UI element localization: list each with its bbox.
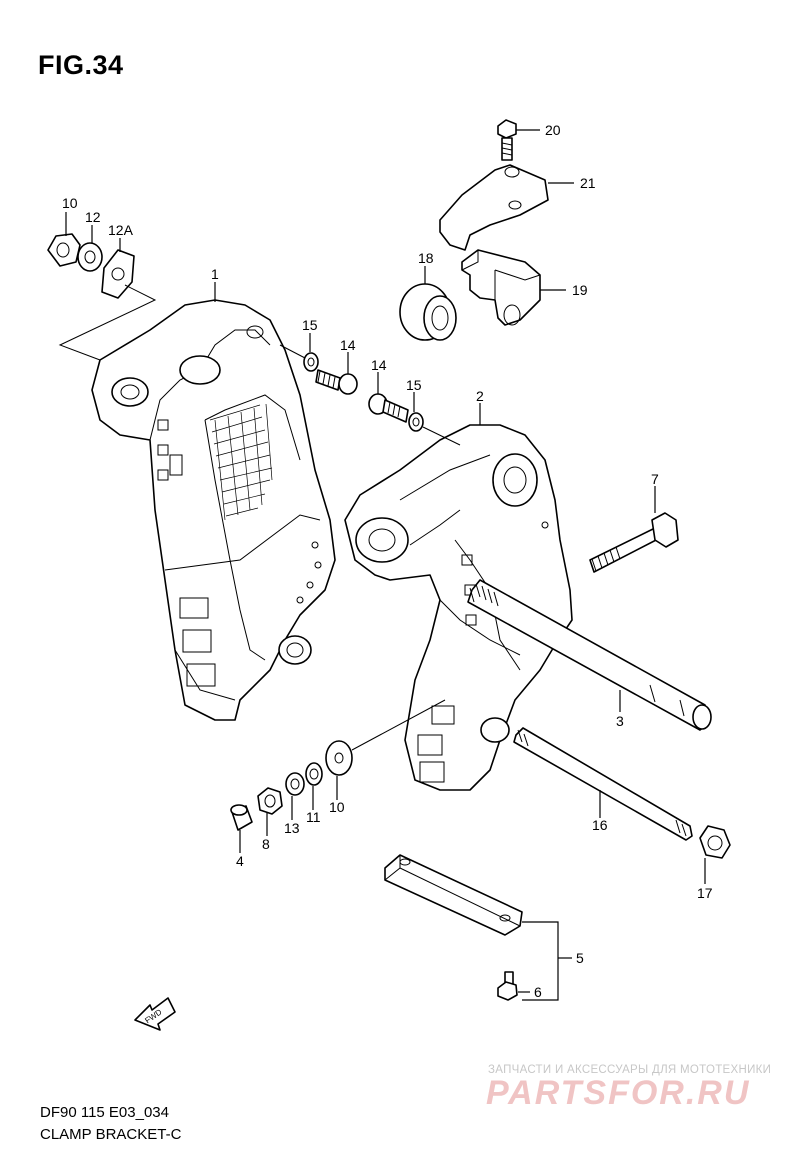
callout-20: 20: [545, 122, 561, 138]
figure-name: CLAMP BRACKET-C: [40, 1126, 182, 1143]
bolt-20[interactable]: [497, 119, 517, 161]
callout-15-left: 15: [302, 317, 318, 333]
washer-11[interactable]: [305, 762, 323, 786]
nut-9[interactable]: [47, 233, 81, 267]
cover-21[interactable]: [439, 164, 549, 251]
watermark-brand: PARTSFOR.RU: [486, 1074, 751, 1112]
washer-13[interactable]: [285, 772, 305, 796]
fwd-arrow-icon: FWD: [134, 997, 176, 1031]
leader-lines: [65, 129, 706, 1001]
bolt-14-right[interactable]: [368, 393, 409, 423]
clamp-bracket-right[interactable]: [344, 424, 573, 791]
callout-18: 18: [418, 250, 434, 266]
washer-12[interactable]: [77, 242, 103, 272]
callout-2: 2: [476, 388, 484, 404]
callout-9: 10: [62, 195, 78, 211]
callout-8: 8: [262, 836, 270, 852]
callout-3: 3: [616, 713, 624, 729]
callout-labels: 10 12 12A 1 15 14 14 15 2 7 3 16 17 4 8 …: [62, 122, 713, 1000]
callout-4: 4: [236, 853, 244, 869]
callout-12: 12: [85, 209, 101, 225]
callout-1: 1: [211, 266, 219, 282]
callout-12a: 12A: [108, 222, 134, 238]
callout-5: 5: [576, 950, 584, 966]
plate-12a[interactable]: [101, 249, 135, 299]
clamp-bracket-shaft[interactable]: [467, 579, 712, 731]
callout-13: 13: [284, 820, 300, 836]
bolt-14-left[interactable]: [315, 369, 358, 395]
bushing-18[interactable]: [399, 283, 457, 341]
tilt-rod[interactable]: [513, 727, 693, 841]
callout-19: 19: [572, 282, 588, 298]
callout-14-left: 14: [340, 337, 356, 353]
bracket-19[interactable]: [461, 249, 541, 326]
collar-4[interactable]: [230, 804, 253, 831]
callout-11: 11: [306, 809, 321, 825]
callout-7: 7: [651, 471, 659, 487]
washer-10[interactable]: [325, 740, 353, 776]
bolt-7[interactable]: [589, 512, 679, 573]
callout-21: 21: [580, 175, 596, 191]
callout-14-right: 14: [371, 357, 387, 373]
callout-16: 16: [592, 817, 608, 833]
callout-6: 6: [534, 984, 542, 1000]
washer-15-left[interactable]: [303, 352, 319, 372]
washer-15-right[interactable]: [408, 412, 424, 432]
model-code: DF90 115 E03_034: [40, 1104, 169, 1121]
plate-5[interactable]: [384, 854, 523, 936]
callout-15-right: 15: [406, 377, 422, 393]
nut-8[interactable]: [257, 787, 283, 815]
figure-title: FIG.34: [38, 50, 124, 80]
nut-17[interactable]: [699, 825, 731, 859]
clamp-bracket-left[interactable]: [91, 299, 336, 721]
watermark-tagline: ЗАПЧАСТИ И АКСЕССУАРЫ ДЛЯ МОТОТЕХНИКИ: [488, 1064, 772, 1076]
callout-10: 10: [329, 799, 345, 815]
callout-17: 17: [697, 885, 713, 901]
bolt-6[interactable]: [497, 971, 518, 1001]
